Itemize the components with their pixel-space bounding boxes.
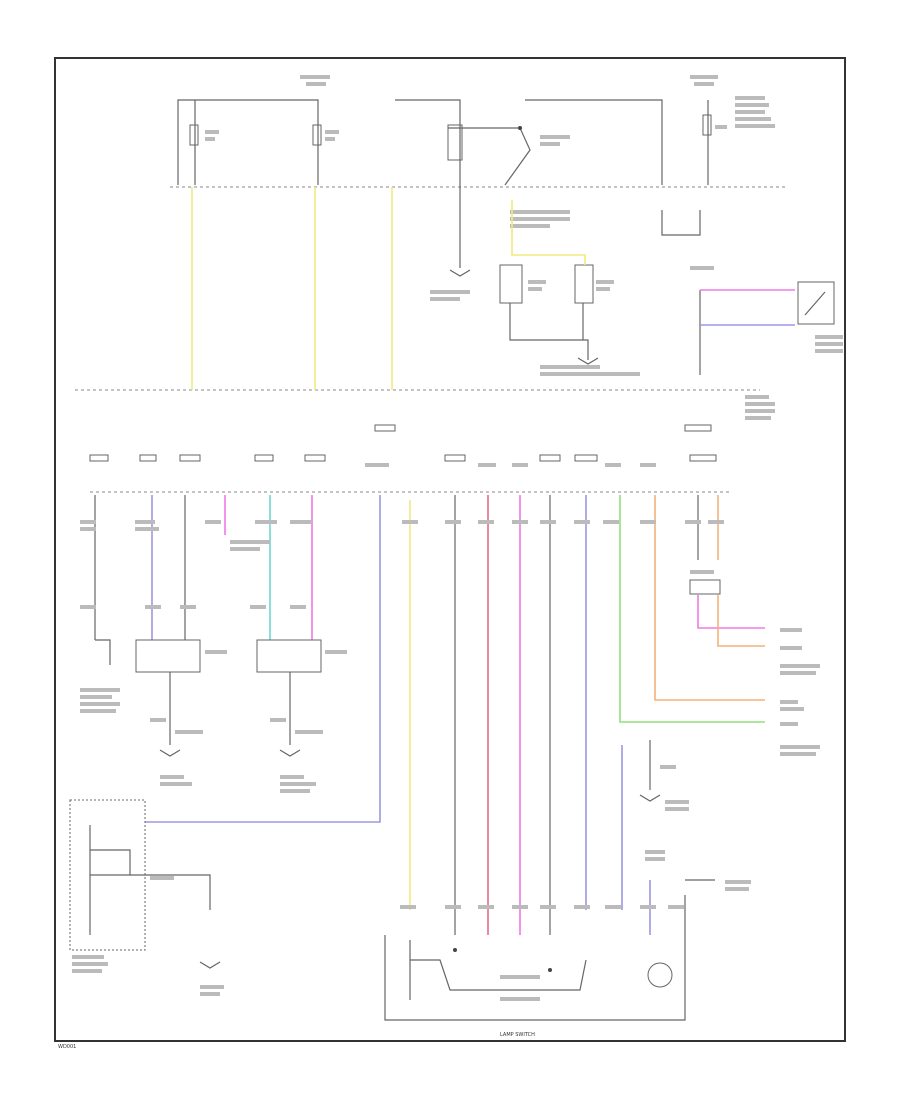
relay-box-left (499, 264, 523, 304)
wire-pink-5 (697, 595, 765, 629)
wire-yellow-4 (511, 200, 586, 265)
fuse-2 (312, 124, 322, 146)
lower-left-labels (72, 520, 347, 996)
wire-orange-1 (717, 595, 765, 647)
supply-wire-left (177, 99, 319, 185)
lower-right-section (384, 495, 721, 1021)
wire-green-1 (619, 495, 765, 723)
headlamp-left (135, 639, 201, 673)
connector-row-1 (89, 424, 717, 462)
fuse-1 (189, 124, 199, 146)
relay-box-right (574, 264, 594, 304)
bottom-component-label: LAMP SWITCH (500, 1032, 535, 1038)
lower-right-labels (400, 520, 820, 1001)
mid-labels (430, 210, 843, 376)
ground-symbol-5 (199, 961, 221, 969)
switch-box-right (797, 281, 835, 325)
round-component (647, 962, 673, 988)
relay-section (449, 185, 835, 375)
wire-orange-2 (654, 495, 765, 701)
wire-violet-2 (145, 495, 381, 823)
ground-symbol-1 (449, 269, 471, 277)
ground-symbol-6 (639, 794, 661, 802)
relay-box-lower (689, 579, 721, 595)
headlamp-right (256, 639, 322, 673)
lower-left-section (69, 495, 322, 969)
ground-symbol-2 (577, 357, 599, 365)
top-labels (205, 75, 775, 146)
fuse-3 (702, 114, 712, 136)
fuse-block-top (170, 99, 785, 236)
relay-coil (447, 124, 463, 161)
page-code: WD001 (58, 1044, 76, 1050)
ground-symbol-3 (159, 749, 181, 757)
colored-wires (145, 187, 795, 935)
connector-labels (365, 395, 775, 467)
diagram-frame (54, 57, 846, 1042)
ground-symbol-4 (279, 749, 301, 757)
